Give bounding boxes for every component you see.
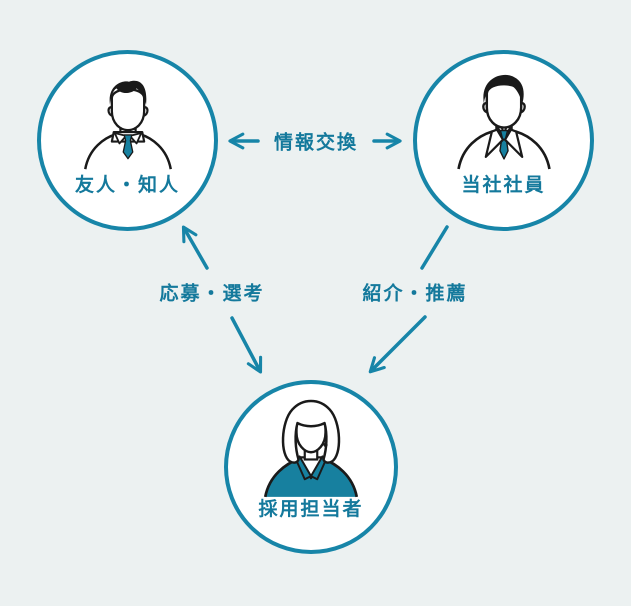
node-recruiter: 採用担当者 [224,380,398,554]
earring-dot [323,442,328,447]
apply-selection-arrow-down [230,316,263,374]
node-recruiter-label: 採用担当者 [258,498,364,520]
node-friend: 友人・知人 [37,50,218,231]
referral-line-upper [420,225,449,270]
node-employee: 当社社員 [413,50,594,231]
edge-label-info-exchange: 情報交換 [273,131,359,154]
apply-selection-arrow-up [181,225,209,270]
female-person-icon [263,399,359,498]
node-employee-label: 当社社員 [461,174,546,196]
male-person-icon [83,80,172,170]
node-friend-label: 友人・知人 [74,174,180,196]
referral-arrow-down [368,315,427,374]
male-suit-person-icon [456,74,551,170]
edge-label-apply-selection: 応募・選考 [159,282,265,305]
edge-label-referral-recommendation: 紹介・推薦 [362,282,468,305]
